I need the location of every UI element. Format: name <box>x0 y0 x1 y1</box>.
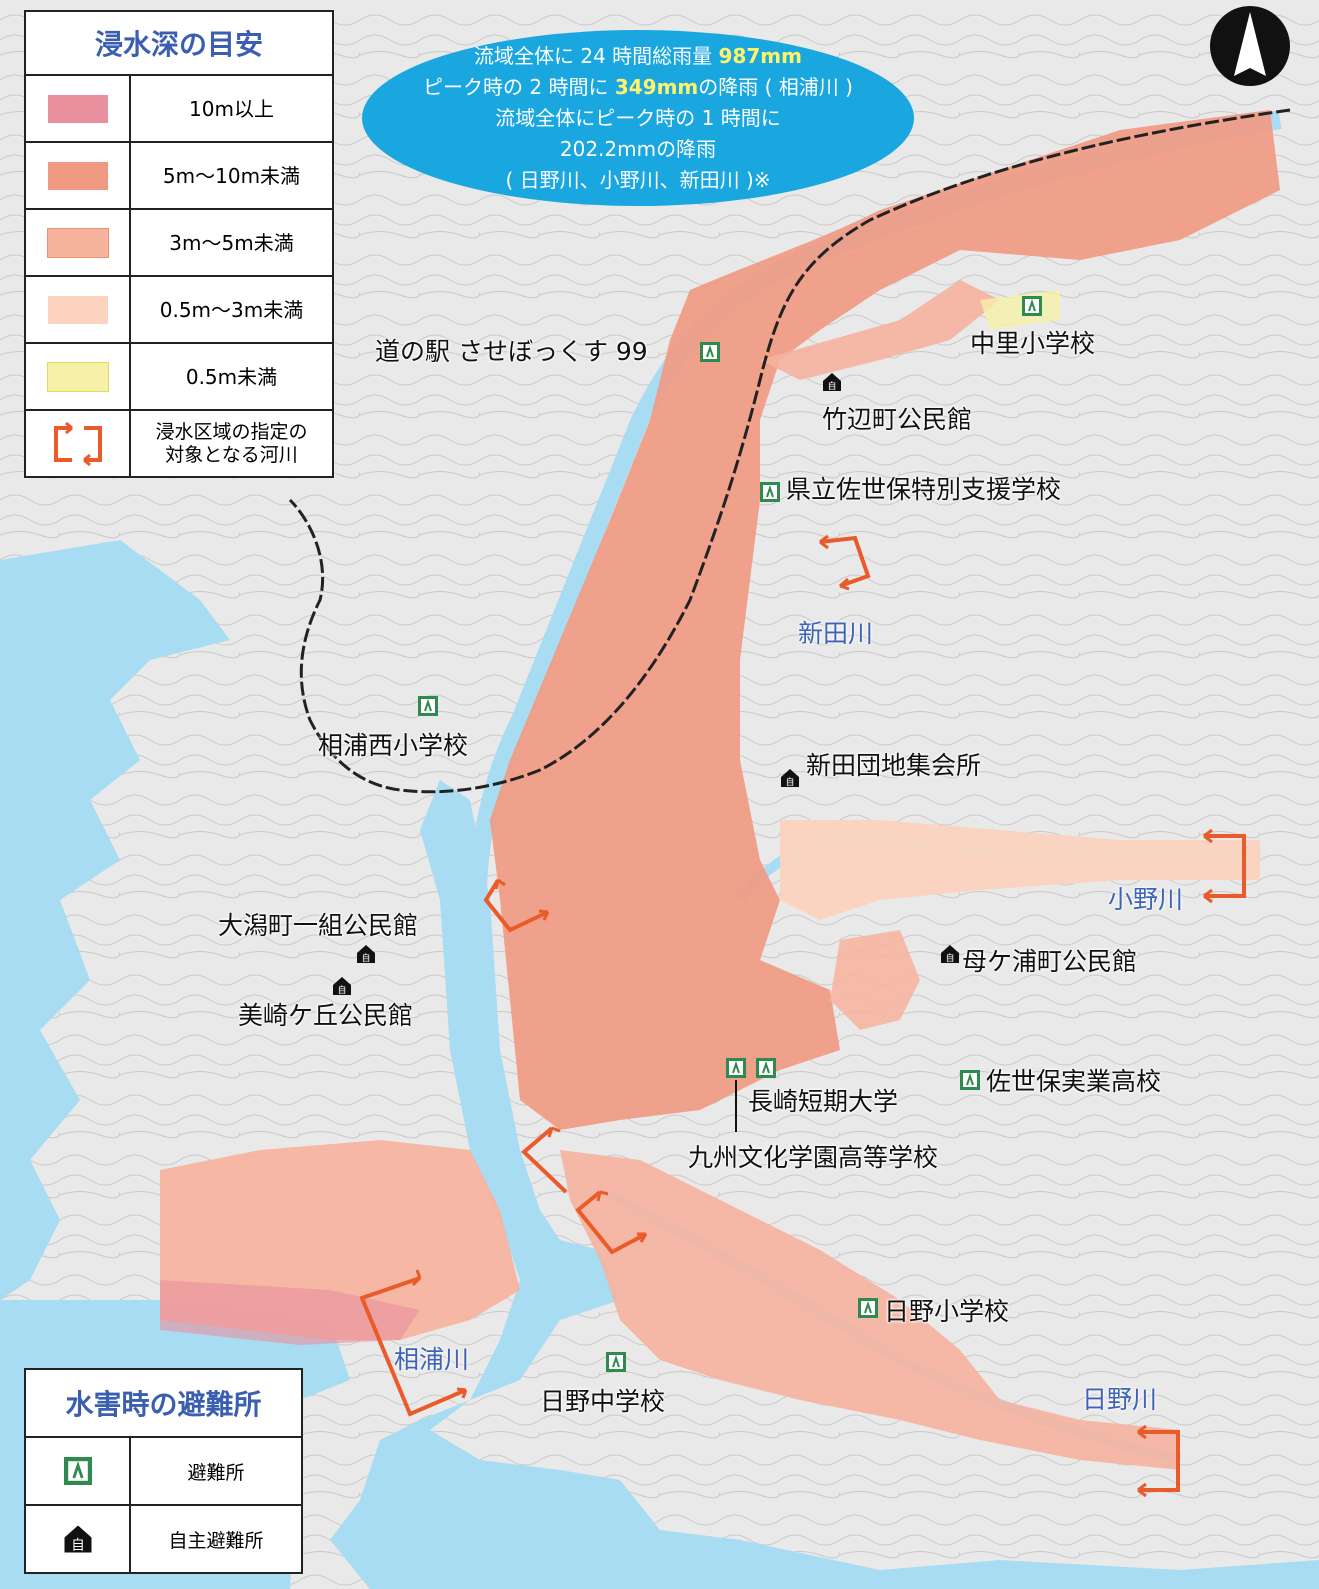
rain-peak-value: 349mm <box>614 74 699 99</box>
legend-row-5-10m: 5m～10m未満 <box>26 143 332 210</box>
rain-line5: ( 日野川、小野川、新田川 )※ <box>505 167 771 192</box>
legend-row-05-3m: 0.5m～3m未満 <box>26 277 332 344</box>
river-label-shinden: 新田川 <box>798 619 874 648</box>
legend-title: 浸水深の目安 <box>26 12 332 76</box>
river-bracket-arrow-icon <box>483 878 550 933</box>
flood-zone-05-3m-ono <box>780 820 1260 920</box>
label-hino-jhs: 日野中学校 <box>540 1387 666 1416</box>
legend-label-3-5m: 3m～5m未満 <box>169 230 294 255</box>
voluntary-shelter-icon: 自 <box>781 769 799 788</box>
river-bracket-arrow-icon <box>359 1269 468 1417</box>
shelter-legend-label-voluntary: 自主避難所 <box>168 1529 264 1552</box>
shelter-icon <box>418 696 438 716</box>
legend-row-under-05m: 0.5m未満 <box>26 344 332 411</box>
rainfall-info-bubble: 流域全体に 24 時間総雨量 987mm ピーク時の 2 時間に 349mmの降… <box>362 30 914 206</box>
shelter-icon <box>960 1070 980 1090</box>
shelter-icon <box>756 1058 776 1078</box>
rain-line2-prefix: ピーク時の 2 時間に <box>423 74 615 99</box>
shelter-icon <box>606 1352 626 1372</box>
flood-zone-10m-plus-southwest <box>160 1280 420 1345</box>
label-hino-es: 日野小学校 <box>884 1297 1010 1326</box>
legend-label-10m-plus: 10m以上 <box>189 96 274 121</box>
svg-text:自: 自 <box>945 952 954 964</box>
flood-zone-5-10m-main <box>490 110 1280 1130</box>
label-ainoura-west-es: 相浦西小学校 <box>318 731 469 760</box>
leader-line <box>735 1080 737 1132</box>
voluntary-shelter-icon: 自 <box>333 977 351 996</box>
swatch-10m-plus <box>47 94 108 123</box>
river-bracket-arrow-icon <box>521 1126 648 1255</box>
flood-zone-3-5m-bogaura <box>830 930 920 1030</box>
swatch-3-5m <box>46 227 109 258</box>
label-michinoeki: 道の駅 させぼっくす 99 <box>375 337 648 366</box>
voluntary-shelter-icon: 自 <box>941 945 959 964</box>
shelter-icon <box>63 1457 92 1485</box>
label-misaki-hall: 美崎ケ丘公民館 <box>238 1001 414 1030</box>
flood-zone-3-5m-east <box>760 280 1000 380</box>
voluntary-shelter-icon: 自 <box>357 945 375 964</box>
svg-text:自: 自 <box>785 776 794 788</box>
label-ogata-hall: 大潟町一組公民館 <box>218 911 419 940</box>
label-takenabe-hall: 竹辺町公民館 <box>822 405 973 434</box>
shelter-icon <box>700 342 720 362</box>
voluntary-shelter-icon: 自 <box>823 373 841 392</box>
shelter-icon <box>760 482 780 502</box>
rain-line3: 流域全体にピーク時の 1 時間に <box>495 105 781 130</box>
legend-label-05-3m: 0.5m～3m未満 <box>159 297 304 322</box>
voluntary-shelter-icon: 自 <box>64 1525 91 1554</box>
swatch-05-3m <box>47 295 108 324</box>
river-label-ainoura: 相浦川 <box>394 1345 470 1374</box>
river-label-ono: 小野川 <box>1108 885 1184 914</box>
legend-label-target-river: 浸水区域の指定の 対象となる河川 <box>155 420 308 466</box>
legend-row-target-river: 浸水区域の指定の 対象となる河川 <box>26 411 332 476</box>
label-nakazato-es: 中里小学校 <box>970 329 1096 358</box>
river-bracket-arrow-icon <box>1203 828 1246 904</box>
rain-total-value: 987mm <box>718 43 802 68</box>
label-jitsugyo-hs: 佐世保実業高校 <box>986 1067 1162 1096</box>
rain-line1-prefix: 流域全体に 24 時間総雨量 <box>474 43 719 68</box>
shelter-legend: 水害時の避難所 避難所 自 自主避難所 <box>24 1368 303 1574</box>
shelter-legend-row-voluntary: 自 自主避難所 <box>26 1506 301 1572</box>
svg-text:自: 自 <box>71 1538 85 1554</box>
legend-row-3-5m: 3m～5m未満 <box>26 210 332 277</box>
shelter-legend-label-shelter: 避難所 <box>187 1461 245 1484</box>
label-shinden-hall: 新田団地集会所 <box>806 751 982 780</box>
shelter-icon <box>726 1058 746 1078</box>
swatch-under-05m <box>46 361 109 392</box>
svg-text:自: 自 <box>337 984 346 996</box>
rain-line2-suffix: の降雨 ( 相浦川 ) <box>698 74 853 99</box>
shelter-icon <box>858 1298 878 1318</box>
svg-text:自: 自 <box>361 952 370 964</box>
river-bracket-arrow-icon <box>819 534 871 591</box>
river-label-hino: 日野川 <box>1082 1385 1158 1414</box>
label-bogaura-hall: 母ケ浦町公民館 <box>962 947 1138 976</box>
shelter-icon <box>1022 296 1042 316</box>
legend-row-10m-plus: 10m以上 <box>26 76 332 143</box>
flood-depth-legend: 浸水深の目安 10m以上 5m～10m未満 3m～5m未満 0.5m～3m未満 … <box>24 10 334 478</box>
svg-text:自: 自 <box>827 380 836 392</box>
shelter-legend-title: 水害時の避難所 <box>26 1370 301 1438</box>
label-kyushu-bunka: 九州文化学園高等学校 <box>688 1143 939 1172</box>
legend-label-5-10m: 5m～10m未満 <box>162 163 301 188</box>
river-bracket-arrow-icon <box>53 421 102 466</box>
swatch-5-10m <box>47 161 108 190</box>
label-special-school: 県立佐世保特別支援学校 <box>786 475 1062 504</box>
river-bracket-arrow-icon <box>1137 1424 1180 1498</box>
shelter-legend-row-shelter: 避難所 <box>26 1438 301 1506</box>
railway-line <box>288 108 1291 794</box>
rain-line4: 202.2mmの降雨 <box>559 136 717 161</box>
label-nagasaki-jc: 長崎短期大学 <box>748 1087 899 1116</box>
sea-west <box>0 540 230 1300</box>
north-arrow-icon <box>1210 6 1290 86</box>
legend-label-under-05m: 0.5m未満 <box>185 364 278 389</box>
